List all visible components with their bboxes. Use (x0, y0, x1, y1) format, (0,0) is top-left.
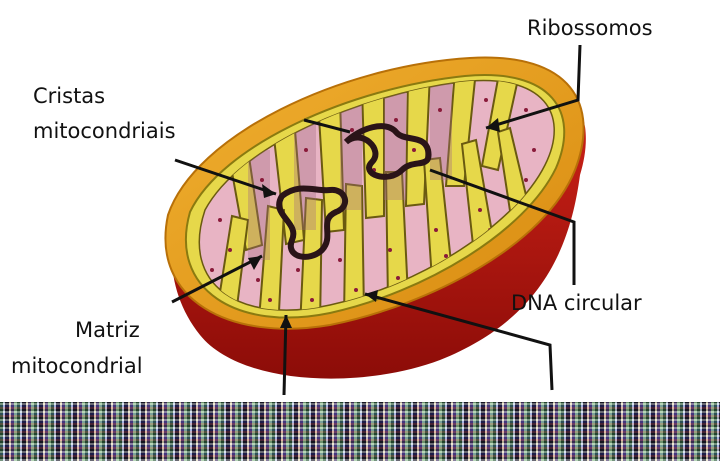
label-cristas-line2: mitocondriais (33, 117, 176, 145)
label-cristas-line1: Cristas (33, 82, 105, 110)
corrupted-image-overlay (0, 402, 720, 461)
label-matriz-line2: mitocondrial (11, 352, 143, 380)
label-matriz-line1: Matriz (75, 316, 140, 344)
label-ribossomos: Ribossomos (527, 14, 653, 42)
label-dna-circular: DNA circular (511, 289, 642, 317)
